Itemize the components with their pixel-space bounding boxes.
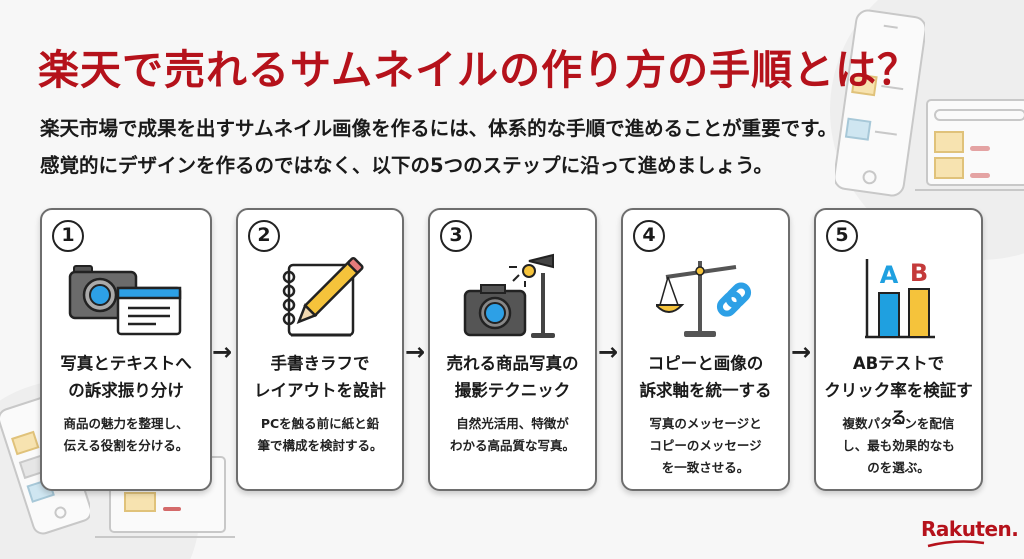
label-a: A — [879, 261, 898, 289]
step-number: 1 — [52, 220, 84, 252]
step-description: 写真のメッセージと コピーのメッセージ を一致させる。 — [649, 416, 762, 475]
arrow-icon: → — [212, 338, 233, 366]
step-title: コピーと画像の 訴求軸を統一する — [639, 354, 772, 400]
lead-line-1: 楽天市場で成果を出すサムネイル画像を作るには、体系的な手順で進めることが重要です… — [40, 117, 838, 140]
camera-lamp-icon — [463, 253, 555, 338]
step-description: 自然光活用、特徴が わかる高品質な写真。 — [449, 416, 575, 453]
step-number: 4 — [633, 220, 665, 252]
step-number: 5 — [826, 220, 858, 252]
step-description: 複数パターンを配信 し、最も効果的なも のを選ぶ。 — [842, 416, 955, 475]
logo-swoosh-icon — [927, 540, 985, 548]
step-description: PCを触る前に紙と鉛 筆で構成を検討する。 — [257, 416, 383, 453]
ab-bar-chart-icon: A B — [864, 258, 935, 338]
step-title: ABテストで クリック率を検証する — [824, 354, 973, 427]
rakuten-logo: Rakuten. — [921, 517, 1019, 541]
lead-text: 楽天市場で成果を出すサムネイル画像を作るには、体系的な手順で進めることが重要です… — [40, 110, 837, 184]
laptop-illustration — [915, 99, 1024, 191]
camera-and-browser-icon — [68, 264, 182, 335]
smartphone-illustration — [835, 9, 925, 197]
page-title: 楽天で売れるサムネイルの作り方の手順とは？ — [38, 46, 920, 94]
step-card-3: 3 売れる商品写真の 撮影テクニック 自然光活用、特徴が わかる高品質な写真。 — [428, 208, 597, 491]
label-b: B — [909, 259, 927, 287]
notebook-pencil-icon — [282, 256, 364, 336]
step-number: 2 — [248, 220, 280, 252]
arrow-icon: → — [791, 338, 812, 366]
step-card-5: 5 A B ABテストで クリック率を検証する 複数パターンを配信 し、最も効果… — [814, 208, 983, 491]
step-title: 手書きラフで レイアウトを設計 — [254, 354, 386, 400]
step-card-4: 4 コピーと画像の 訴求軸を統一する 写真のメッセージと コピーのメッセージ を… — [621, 208, 790, 491]
step-card-2: 2 手書きラフで レイアウトを設計 PCを触る前に紙と鉛 筆で構成を検討する。 — [236, 208, 404, 491]
arrow-icon: → — [598, 338, 619, 366]
step-number: 3 — [440, 220, 472, 252]
scale-link-icon — [655, 260, 751, 337]
step-title: 写真とテキストへ の訴求振り分け — [60, 354, 192, 400]
step-description: 商品の魅力を整理し、 伝える役割を分ける。 — [63, 416, 189, 453]
step-title: 売れる商品写真の 撮影テクニック — [446, 354, 579, 400]
lead-line-2: 感覚的にデザインを作るのではなく、以下の5つのステップに沿って進めましょう。 — [40, 154, 773, 177]
step-card-1: 1 写真とテキストへ の訴求振り分け 商品の魅力を整理し、 伝える役割を分ける。 — [40, 208, 212, 491]
arrow-icon: → — [405, 338, 426, 366]
